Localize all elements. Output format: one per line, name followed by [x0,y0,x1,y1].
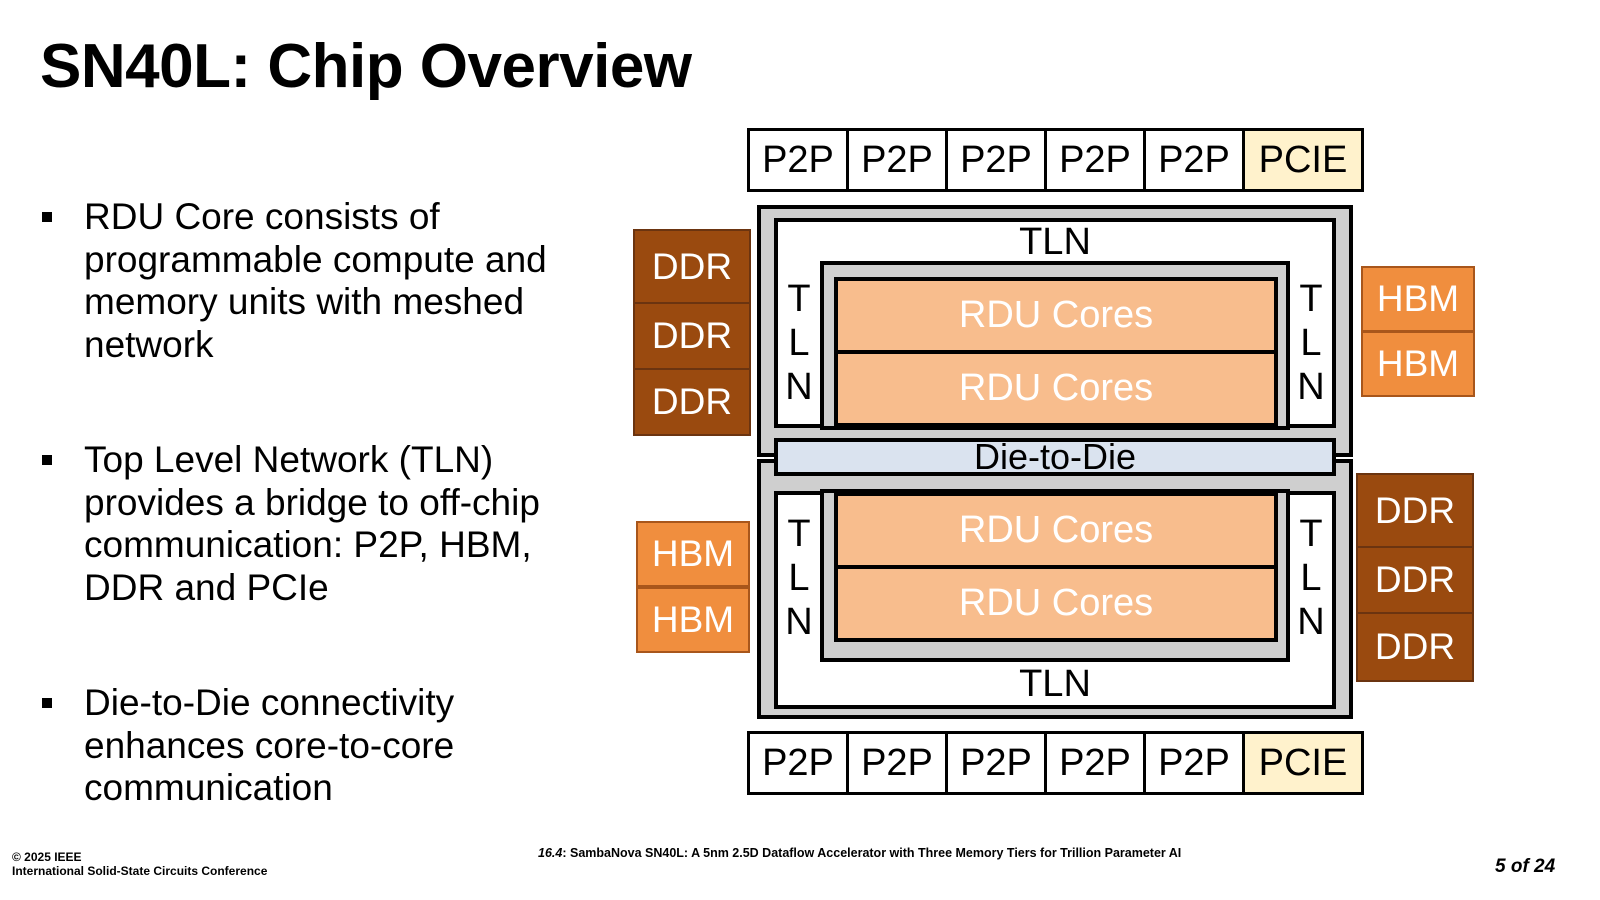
ddr-block: DDR [633,302,751,370]
ddr-block: DDR [1356,473,1474,548]
port-p2p: P2P [846,128,948,192]
ddr-block: DDR [633,229,751,304]
tln-vertical-right: T L N [1286,261,1336,428]
tln-vertical-left: T L N [774,491,824,661]
tln-letter: L [1300,557,1322,599]
footer-paper: 16.4: SambaNova SN40L: A 5nm 2.5D Datafl… [538,846,1181,860]
port-p2p: P2P [747,128,849,192]
hbm-block: HBM [1361,331,1475,397]
paper-title: : SambaNova SN40L: A 5nm 2.5D Dataflow A… [562,846,1182,860]
tln-letter: N [1297,365,1325,408]
tln-label: TLN [1019,220,1091,263]
copyright-text: © 2025 IEEE [12,850,82,864]
port-p2p: P2P [1143,731,1245,795]
port-p2p: P2P [1143,128,1245,192]
port-p2p: P2P [1044,731,1146,795]
ddr-block: DDR [1356,612,1474,682]
bullet-text: RDU Core consists of programmable comput… [84,196,547,365]
page-number: 5 of 24 [1495,856,1556,877]
bullet-text: Die-to-Die connectivity enhances core-to… [84,682,455,808]
rdu-cores: RDU Cores [834,350,1278,427]
tln-vertical-left: T L N [774,261,824,428]
bullet-square-icon [42,698,52,708]
bullet-square-icon [42,212,52,222]
port-pcie: PCIE [1242,128,1364,192]
hbm-block: HBM [636,521,750,587]
session-number: 16.4 [538,846,563,860]
port-p2p: P2P [846,731,948,795]
tln-letter: L [788,557,810,599]
tln-letter: N [785,365,813,408]
tln-letter: N [785,601,813,643]
ddr-block: DDR [633,368,751,436]
port-p2p: P2P [1044,128,1146,192]
port-p2p: P2P [747,731,849,795]
bullet-list: RDU Core consists of programmable comput… [40,196,600,883]
rdu-cores: RDU Cores [834,492,1278,569]
rdu-cores: RDU Cores [834,565,1278,642]
footer-copyright: © 2025 IEEE International Solid-State Ci… [12,850,267,878]
conference-name: International Solid-State Circuits Confe… [12,864,268,878]
tln-letter: T [787,277,811,320]
port-p2p: P2P [945,128,1047,192]
hbm-block: HBM [636,587,750,653]
port-pcie: PCIE [1242,731,1364,795]
port-p2p: P2P [945,731,1047,795]
ddr-block: DDR [1356,546,1474,614]
bullet-text: Top Level Network (TLN) provides a bridg… [84,439,540,608]
slide-title: SN40L: Chip Overview [40,32,692,101]
tln-letter: L [788,321,810,364]
hbm-block: HBM [1361,266,1475,332]
tln-letter: T [1299,513,1323,555]
tln-label: TLN [1019,662,1091,705]
bullet-item: Die-to-Die connectivity enhances core-to… [40,682,600,810]
bullet-square-icon [42,455,52,465]
tln-letter: N [1297,601,1325,643]
tln-letter: L [1300,321,1322,364]
tln-vertical-right: T L N [1286,491,1336,661]
die-to-die-bridge: Die-to-Die [774,436,1336,477]
bullet-item: Top Level Network (TLN) provides a bridg… [40,439,600,609]
bullet-item: RDU Core consists of programmable comput… [40,196,600,366]
rdu-cores: RDU Cores [834,277,1278,354]
tln-letter: T [1299,277,1323,320]
tln-letter: T [787,513,811,555]
